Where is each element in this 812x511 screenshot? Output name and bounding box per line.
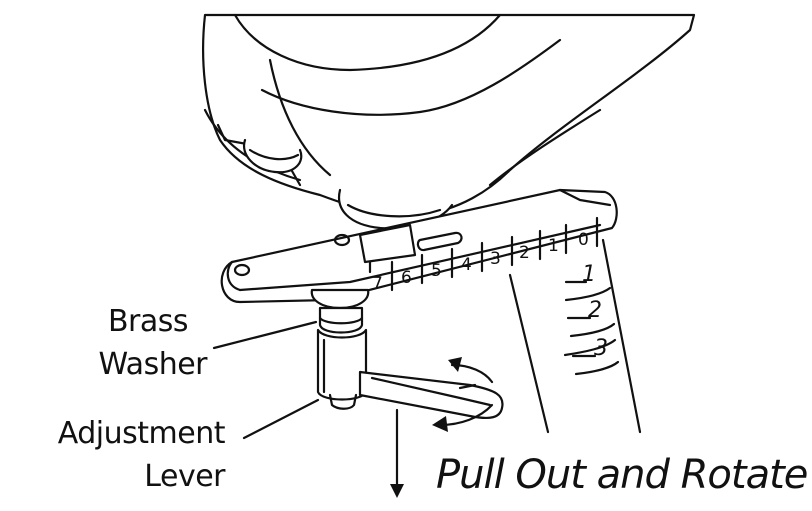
adjustment-knob xyxy=(310,288,370,410)
seat-saddle xyxy=(202,13,696,230)
brass-washer-label-line1: Brass xyxy=(107,304,189,339)
brass-washer-label-line2: Washer xyxy=(98,347,207,382)
pull-arrowhead xyxy=(390,484,404,498)
rail-scale-label: 0 xyxy=(578,230,589,250)
rail-scale-label: 3 xyxy=(490,249,501,269)
instruction-caption: Pull Out and Rotate xyxy=(436,452,808,498)
rail-scale-labels: 7 6 5 4 3 2 1 0 xyxy=(372,230,589,294)
brass-washer-leader xyxy=(212,320,318,350)
post-scale-labels: 1 2 3 xyxy=(582,262,608,361)
rail-scale-label: 4 xyxy=(461,255,472,275)
rail-scale-label: 2 xyxy=(519,243,530,263)
adjustment-lever xyxy=(358,370,504,419)
post-scale-label: 1 xyxy=(582,262,596,287)
rail-scale-label: 5 xyxy=(431,261,442,281)
seat-post xyxy=(508,238,642,434)
post-scale-label: 2 xyxy=(588,298,602,323)
adjustment-lever-leader xyxy=(242,398,320,440)
rotate-arrowhead-bottom xyxy=(432,416,448,432)
seat-rail xyxy=(220,188,618,304)
rotate-arrowhead-top xyxy=(448,357,462,372)
rail-scale-label: 6 xyxy=(401,268,412,288)
adjustment-lever-label-line1: Adjustment xyxy=(57,416,226,451)
post-scale-label: 3 xyxy=(594,336,608,361)
rail-scale-label: 7 xyxy=(372,274,383,294)
adjustment-lever-label-line2: Lever xyxy=(144,459,225,494)
rail-scale-label: 1 xyxy=(548,236,559,256)
